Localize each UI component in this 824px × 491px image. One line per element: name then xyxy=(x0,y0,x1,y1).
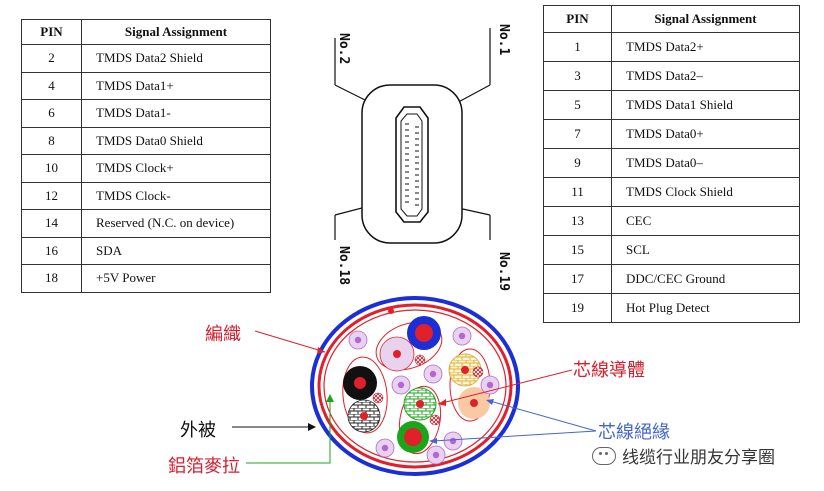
insulation-label: 芯線絕緣 xyxy=(598,422,670,443)
pin-label-no19: No.19 xyxy=(496,252,511,291)
annotation-arrows xyxy=(232,330,597,464)
signal-wire xyxy=(423,364,443,384)
watermark-text: 线缆行业朋友分享圈 xyxy=(622,448,775,468)
signal-name: TMDS Data2– xyxy=(611,61,800,91)
pin-number: 3 xyxy=(543,61,612,91)
signal-name: Reserved (N.C. on device) xyxy=(81,209,271,238)
foil-label: 鋁箔麥拉 xyxy=(168,456,240,477)
conductor-pink xyxy=(379,336,415,372)
hdmi-port-icon xyxy=(395,106,429,223)
jacket-label: 外被 xyxy=(180,420,216,441)
conductor-label: 芯線導體 xyxy=(573,360,645,381)
pin-number: 18 xyxy=(21,264,82,293)
watermark: 线缆行业朋友分享圈 xyxy=(592,443,775,468)
pin-number: 6 xyxy=(21,99,82,128)
signal-name: TMDS Data0+ xyxy=(611,119,800,149)
pin-number: 10 xyxy=(21,154,82,183)
signal-wire xyxy=(375,438,395,458)
signal-name: TMDS Data2+ xyxy=(611,32,800,62)
twisted-pair-2 xyxy=(342,356,388,434)
braid-label: 編織 xyxy=(205,324,241,345)
table-header-row: PIN Signal Assignment xyxy=(21,19,271,45)
foil-layer xyxy=(323,309,507,463)
pin-number: 16 xyxy=(21,236,82,265)
signal-wire xyxy=(426,445,446,465)
signal-name: TMDS Data1- xyxy=(81,99,271,128)
cable-cross-section xyxy=(310,296,520,476)
pin-label-no18: No.18 xyxy=(336,246,351,285)
pin-label-no2: No.2 xyxy=(336,33,351,64)
pin-label-no1: No.1 xyxy=(496,24,511,55)
conductor-gold-brick xyxy=(448,353,482,387)
drain-wire xyxy=(372,392,384,404)
signal-wire xyxy=(348,330,368,350)
pin-number: 15 xyxy=(543,235,612,265)
drain-wire xyxy=(429,414,441,426)
pin-number: 19 xyxy=(543,293,612,323)
signal-name: TMDS Clock+ xyxy=(81,154,271,183)
drain-wire xyxy=(414,354,426,366)
signal-name: TMDS Data1+ xyxy=(81,71,271,100)
pin-number: 1 xyxy=(543,32,612,62)
conductor-green xyxy=(397,421,429,453)
signal-name: TMDS Data1 Shield xyxy=(611,90,800,120)
pin-number: 2 xyxy=(21,44,82,73)
braid-layer xyxy=(317,303,513,469)
signal-wire xyxy=(391,375,411,395)
table-header-row: PIN Signal Assignment xyxy=(543,5,800,33)
signal-name: DDC/CEC Ground xyxy=(611,264,800,294)
signal-name: +5V Power xyxy=(81,264,271,293)
signal-column-header: Signal Assignment xyxy=(611,5,800,33)
pin-number: 14 xyxy=(21,209,82,238)
chat-bubble-icon xyxy=(592,447,616,465)
signal-name: TMDS Clock Shield xyxy=(611,177,800,207)
conductor-black xyxy=(343,366,377,400)
hdmi-connector xyxy=(334,28,491,244)
pin-row: 18+5V Power xyxy=(21,264,271,293)
twisted-pair-1 xyxy=(375,321,443,371)
conductor-peach xyxy=(458,387,490,419)
signal-name: TMDS Clock- xyxy=(81,181,271,210)
signal-name: TMDS Data0– xyxy=(611,148,800,178)
signal-name: TMDS Data0 Shield xyxy=(81,126,271,155)
conductor-blue xyxy=(407,316,441,350)
signal-column-header: Signal Assignment xyxy=(81,19,271,45)
twisted-pair-3 xyxy=(398,385,442,455)
pin-column-header: PIN xyxy=(21,19,82,45)
drain-wire xyxy=(472,366,484,378)
conductor-white-brick xyxy=(347,399,381,433)
signal-wire xyxy=(452,326,472,346)
pin-column-header: PIN xyxy=(543,5,612,33)
conductor-green-brick xyxy=(403,387,437,421)
signal-name: Hot Plug Detect xyxy=(611,293,800,323)
pin-number: 17 xyxy=(543,264,612,294)
signal-wire xyxy=(443,431,463,451)
signal-name: TMDS Data2 Shield xyxy=(81,44,271,73)
